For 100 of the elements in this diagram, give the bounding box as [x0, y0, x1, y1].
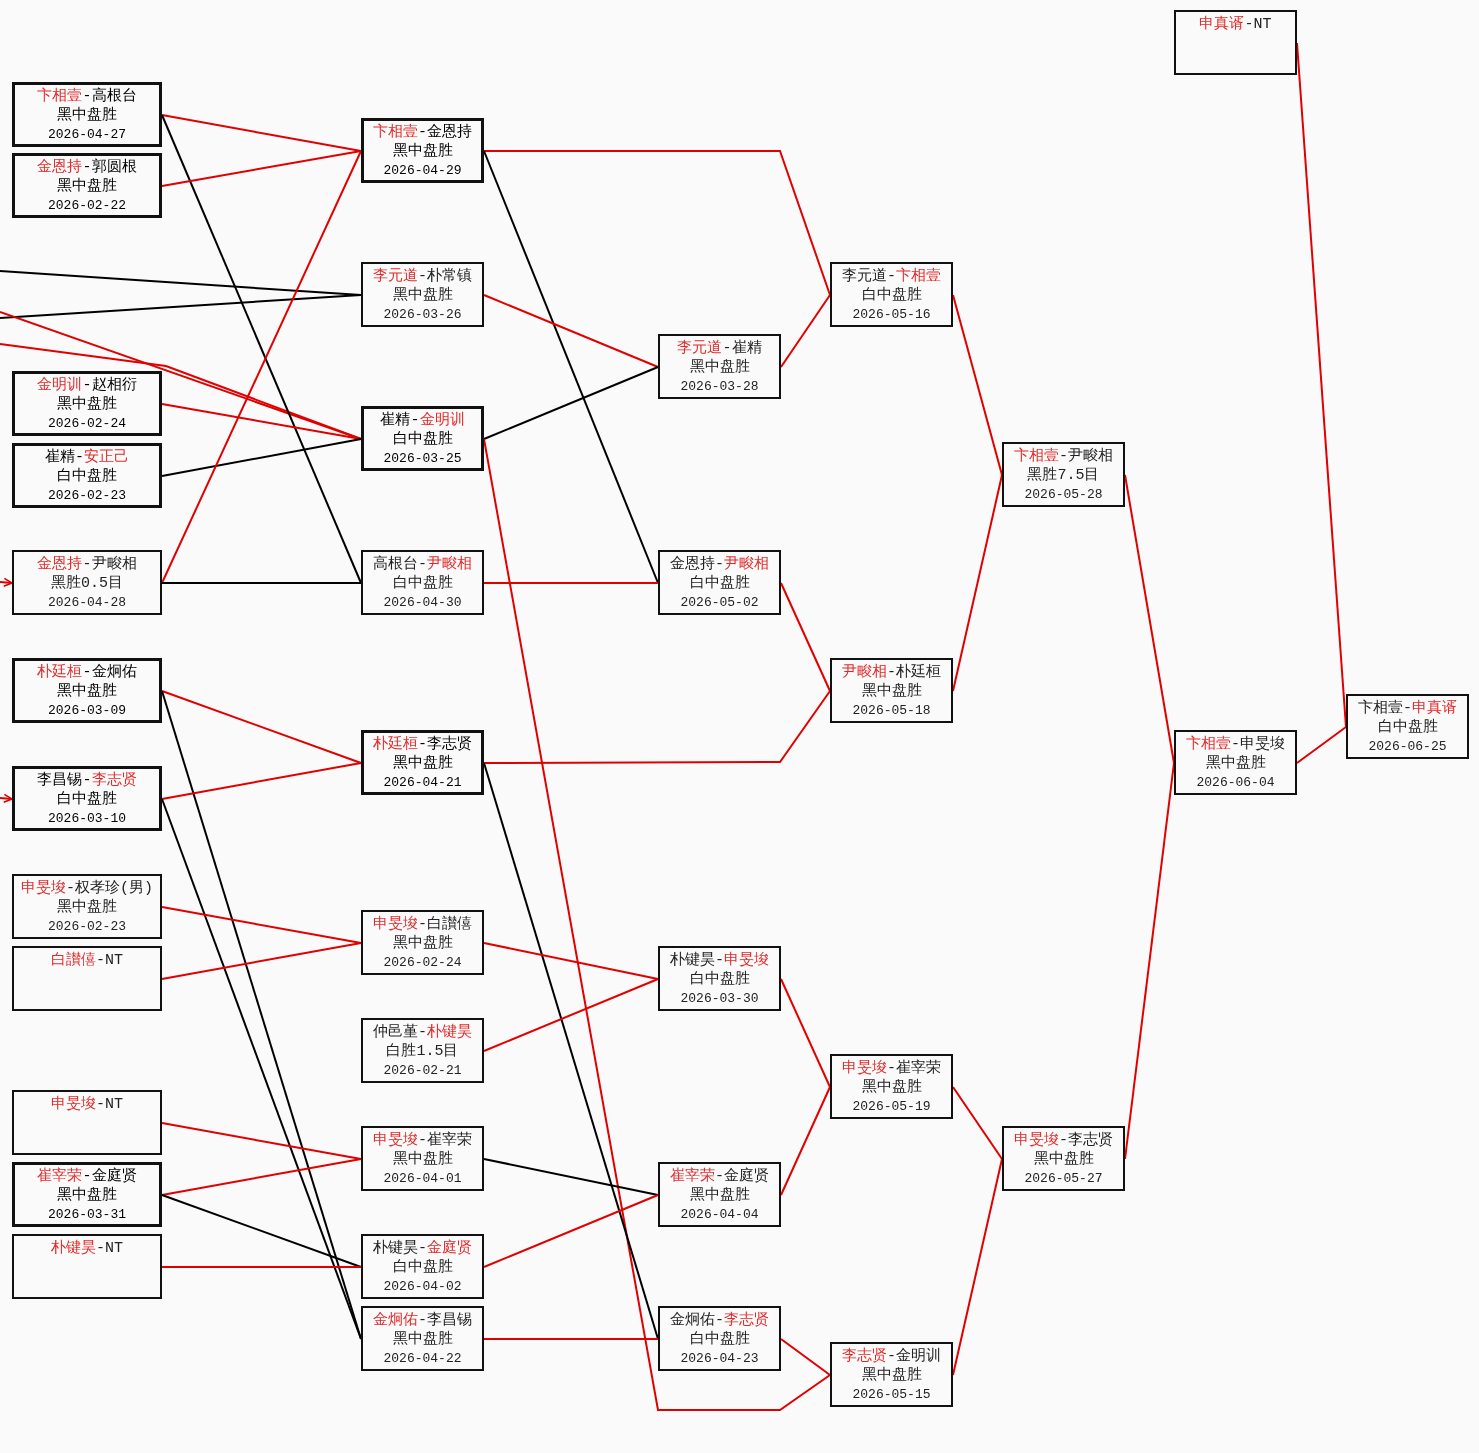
connector-line	[483, 1194, 659, 1268]
game-result: 黑中盘胜	[861, 1366, 922, 1385]
player-names: 高根台-尹畯相	[373, 555, 472, 574]
player-names: 李志贤-金明训	[842, 1347, 941, 1366]
player-names: 尹畯相-朴廷桓	[842, 663, 941, 682]
connector-line	[483, 150, 831, 296]
game-date: 2026-03-10	[48, 810, 126, 828]
player-names: 李昌锡-李志贤	[37, 771, 137, 790]
game-date: 2026-04-04	[680, 1206, 759, 1224]
game-date: 2026-04-27	[48, 126, 126, 144]
match-box	[12, 371, 162, 436]
game-date: 2026-03-26	[383, 306, 462, 324]
game-result: 黑中盘胜	[392, 142, 453, 161]
game-result: 白胜1.5目	[386, 1042, 459, 1061]
player-names: 朴键昊-申旻埈	[670, 951, 769, 970]
game-result: 黑中盘胜	[392, 1150, 453, 1169]
game-date: 2026-02-21	[383, 1062, 462, 1080]
player-names: 朴廷桓-金炯佑	[37, 663, 137, 682]
arrow	[0, 793, 13, 804]
match-box	[830, 1054, 953, 1119]
game-result: 黑中盘胜	[392, 934, 453, 953]
match-box	[12, 946, 162, 1011]
game-result: 白中盘胜	[57, 790, 117, 809]
player-names: 李元道-崔精	[677, 339, 762, 358]
game-result: 黑中盘胜	[57, 395, 117, 414]
connector-line	[483, 438, 831, 1411]
game-result: 黑中盘胜	[57, 898, 117, 917]
game-result: 白中盘胜	[689, 574, 750, 593]
connector-line	[1296, 726, 1347, 764]
connector-line	[161, 582, 362, 584]
match-box	[658, 1162, 781, 1227]
game-result: 黑中盘胜	[689, 1186, 750, 1205]
match-box	[1346, 694, 1469, 759]
game-date: 2026-04-23	[680, 1350, 759, 1368]
game-date: 2026-06-04	[1196, 774, 1275, 792]
match-box	[12, 1162, 162, 1227]
game-date: 2026-02-24	[48, 415, 126, 433]
game-date: 2026-05-28	[1024, 486, 1103, 504]
player-names: 卞相壹-高根台	[37, 87, 137, 106]
game-result: 黑中盘胜	[689, 358, 750, 377]
game-result: 黑中盘胜	[1205, 754, 1266, 773]
player-names: 卞相壹-申旻埈	[1186, 735, 1285, 754]
game-date: 2026-03-09	[48, 702, 126, 720]
game-date: 2026-03-28	[680, 378, 759, 396]
match-box	[12, 766, 162, 831]
game-date: 2026-04-29	[383, 162, 462, 180]
player-names: 申旻埈-白讃僖	[373, 915, 472, 934]
game-date: 2026-04-30	[383, 594, 462, 612]
connector-line	[780, 978, 831, 1088]
player-names: 申真谞-NT	[1199, 15, 1272, 34]
player-names: 申旻埈-崔宰荣	[373, 1131, 472, 1150]
game-result: 黑中盘胜	[861, 1078, 922, 1097]
game-date: 2026-05-19	[852, 1098, 931, 1116]
player-names: 卞相壹-申真谞	[1358, 699, 1457, 718]
player-names: 申旻埈-李志贤	[1014, 1131, 1113, 1150]
game-result: 白中盘胜	[689, 1330, 750, 1349]
game-result: 黑中盘胜	[1033, 1150, 1094, 1169]
player-names: 仲邑堇-朴键昊	[373, 1023, 472, 1042]
connector-line	[161, 1194, 362, 1268]
game-result: 黑中盘胜	[57, 177, 117, 196]
game-date: 2026-02-23	[48, 918, 126, 936]
connector-line	[161, 150, 362, 187]
game-date: 2026-04-28	[48, 594, 126, 612]
game-date: 2026-03-30	[680, 990, 759, 1008]
player-names: 白讃僖-NT	[51, 951, 123, 970]
connector-line	[0, 294, 362, 319]
game-date: 2026-05-02	[680, 594, 759, 612]
player-names: 金恩持-尹畯相	[670, 555, 769, 574]
player-names: 申旻埈-权孝珍(男)	[21, 879, 153, 898]
game-result: 白中盘胜	[392, 1258, 453, 1277]
game-result: 白中盘胜	[861, 286, 922, 305]
player-names: 朴廷桓-李志贤	[373, 735, 472, 754]
player-names: 金恩持-郭圆根	[37, 158, 137, 177]
match-box	[361, 1018, 484, 1083]
connector-line	[483, 150, 659, 584]
connector-line	[161, 1266, 362, 1268]
game-result: 黑中盘胜	[392, 1330, 453, 1349]
match-box	[12, 550, 162, 615]
game-result: 白中盘胜	[57, 467, 117, 486]
connector-line	[483, 942, 659, 980]
game-date: 2026-04-02	[383, 1278, 462, 1296]
game-date: 2026-02-23	[48, 487, 126, 505]
player-names: 申旻埈-崔宰荣	[842, 1059, 941, 1078]
match-box	[12, 153, 162, 218]
game-result: 白中盘胜	[392, 430, 453, 449]
game-result: 白中盘胜	[1377, 718, 1438, 737]
match-box	[1002, 442, 1125, 507]
player-names: 金明训-赵相衍	[37, 376, 137, 395]
game-result: 黑胜7.5目	[1027, 466, 1100, 485]
connector-line	[0, 343, 362, 440]
player-names: 申旻埈-NT	[51, 1095, 123, 1114]
player-names: 金炯佑-李志贤	[670, 1311, 769, 1330]
player-names: 崔精-安正己	[45, 448, 129, 467]
match-box	[658, 1306, 781, 1371]
player-names: 朴键昊-NT	[51, 1239, 123, 1258]
player-names: 崔宰荣-金庭贤	[37, 1167, 137, 1186]
match-box	[12, 1090, 162, 1155]
match-box	[1174, 730, 1297, 795]
match-box	[361, 730, 484, 795]
match-box	[1174, 10, 1297, 75]
